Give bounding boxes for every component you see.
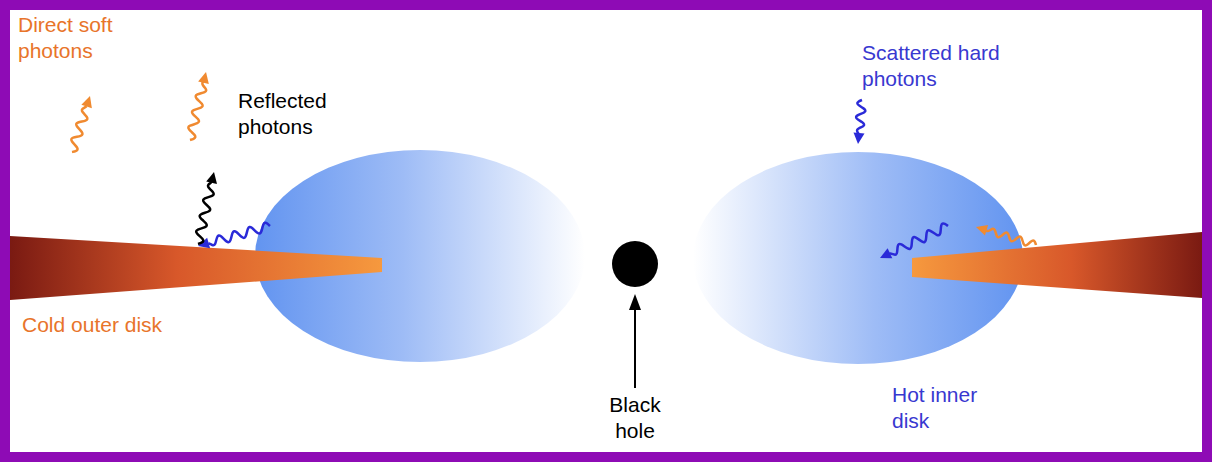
photon-path [196, 182, 214, 244]
diagram-label: Scattered hard photons [862, 40, 1022, 92]
cold-disk-right [912, 232, 1202, 298]
photon-head [976, 225, 988, 236]
diagram-label: Cold outer disk [22, 312, 272, 338]
pointer-head [629, 294, 641, 310]
photon-path [888, 223, 948, 254]
photon-path [188, 81, 206, 140]
photon-path [71, 106, 87, 152]
photon-group [71, 72, 1036, 258]
black-hole [612, 241, 658, 287]
diagram-label: Reflected photons [238, 88, 358, 140]
photon-path [208, 223, 270, 246]
white-ground [10, 10, 1202, 452]
cold-disk-left [10, 236, 382, 300]
photon-head [81, 96, 91, 108]
photon-head [206, 172, 217, 184]
photon-path [856, 100, 865, 134]
photon-path [986, 229, 1036, 246]
photon-head [198, 72, 209, 84]
diagram-label: Black hole [595, 392, 675, 444]
diagram-label: Hot inner disk [892, 382, 1004, 434]
photon-head [880, 248, 892, 258]
photon-head [854, 133, 865, 144]
diagram-label: Direct soft photons [18, 12, 148, 64]
pointer-line [634, 306, 636, 388]
